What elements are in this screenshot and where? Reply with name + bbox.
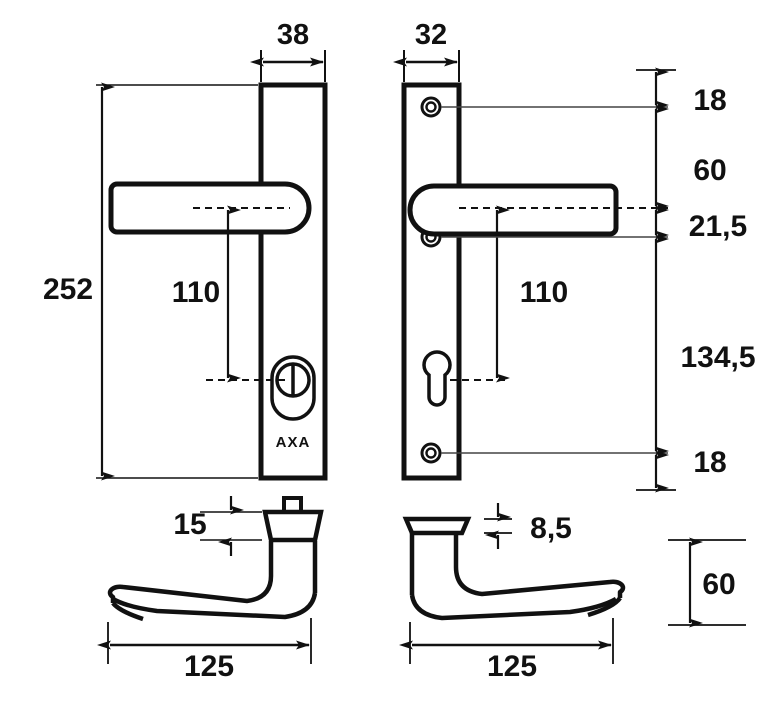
dim-label-18-bottom: 18 xyxy=(693,446,726,479)
dim-label-8-5: 8,5 xyxy=(530,512,572,545)
right-lever-tip xyxy=(587,596,622,618)
left-lever-top-edge xyxy=(107,575,274,604)
dim-left-plate-width: 38 xyxy=(250,19,326,82)
right-lever-bottom-edge xyxy=(409,594,618,621)
dim-right-lever-length: 125 xyxy=(399,618,614,683)
dim-left-handle-to-cylinder: 110 xyxy=(172,205,290,383)
right-lever-top-edge xyxy=(453,566,626,598)
right-rosette xyxy=(402,516,472,536)
dim-right-handle-to-cylinder: 110 xyxy=(450,205,568,383)
dim-label-21-5: 21,5 xyxy=(689,210,747,243)
front-view-left-plate: AXA xyxy=(108,82,328,481)
left-lever-bottom-edge xyxy=(111,592,318,620)
left-lever-tip xyxy=(111,601,144,622)
dim-left-rosette-height: 15 xyxy=(173,496,262,556)
euro-cylinder-keyhole xyxy=(422,350,452,407)
dim-left-lever-length: 125 xyxy=(97,618,312,683)
screw-top xyxy=(420,96,442,118)
dim-label-60: 60 xyxy=(693,154,726,187)
dim-plate-height: 252 xyxy=(43,82,258,481)
brand-label: AXA xyxy=(276,434,311,451)
dim-label-252: 252 xyxy=(43,273,93,306)
dim-label-134-5: 134,5 xyxy=(680,341,755,374)
side-view-left-lever xyxy=(107,496,324,622)
right-dimension-chain: 18 60 21,5 134,5 18 xyxy=(441,67,756,493)
front-view-right-plate xyxy=(401,82,619,481)
dim-label-60-drop: 60 xyxy=(702,568,735,601)
dim-label-38: 38 xyxy=(277,19,309,51)
dim-right-plate-width: 32 xyxy=(393,19,460,82)
side-view-right-lever xyxy=(402,516,626,621)
screw-bottom xyxy=(420,442,442,464)
dim-lever-drop-height: 60 xyxy=(668,537,746,628)
dim-label-110-left: 110 xyxy=(172,276,220,309)
dim-label-32: 32 xyxy=(415,19,447,51)
dim-label-15: 15 xyxy=(173,508,206,541)
dim-label-125-left: 125 xyxy=(184,650,234,683)
dim-label-125-right: 125 xyxy=(487,650,537,683)
dim-label-18-top: 18 xyxy=(693,84,726,117)
left-rosette xyxy=(262,509,324,543)
right-lever-plan xyxy=(407,183,619,237)
dim-label-110-right: 110 xyxy=(520,276,568,309)
right-plate-body xyxy=(401,82,462,481)
dim-right-rosette-height: 8,5 xyxy=(484,503,572,549)
